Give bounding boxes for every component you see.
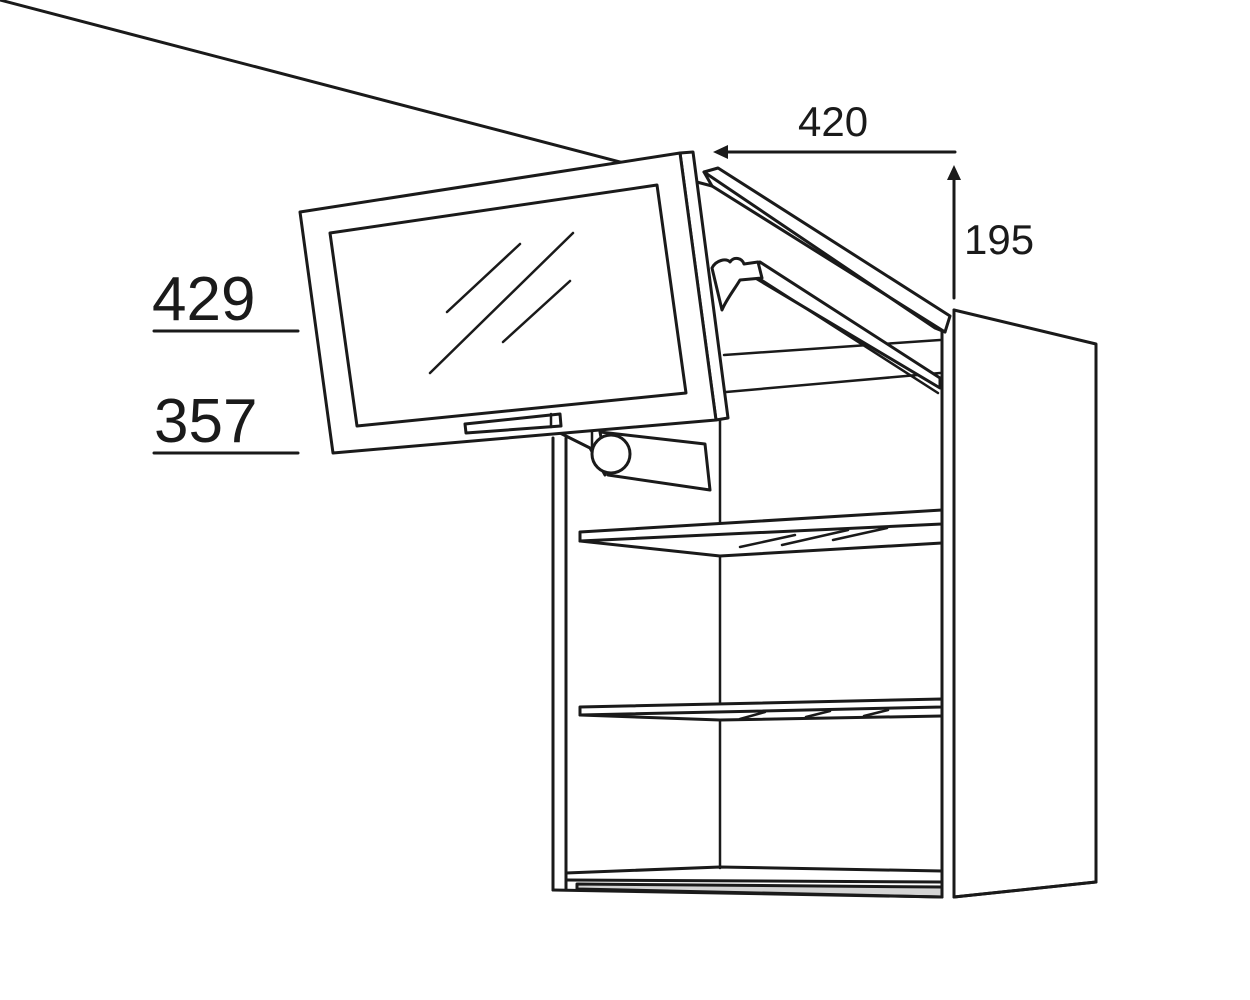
door-glass bbox=[298, 150, 730, 455]
cabinet-side-panel bbox=[952, 308, 1098, 899]
dimension-width-label: 420 bbox=[798, 98, 868, 145]
lift-arm bbox=[0, 0, 952, 395]
dimension-height-label: 195 bbox=[964, 216, 1034, 263]
cabinet-carcass bbox=[551, 308, 956, 899]
cabinet-bottom bbox=[551, 865, 1098, 899]
dimension-429: 429 bbox=[152, 265, 300, 334]
shelf-lower bbox=[578, 697, 944, 722]
dimension-357: 357 bbox=[152, 387, 300, 456]
dimension-height: 195 bbox=[947, 165, 1034, 300]
lift-mechanism bbox=[558, 430, 712, 492]
dimension-upper-label: 429 bbox=[152, 265, 255, 334]
dimension-width: 420 bbox=[713, 98, 957, 159]
dimension-lower-label: 357 bbox=[154, 387, 257, 456]
shelf-upper bbox=[578, 508, 944, 558]
